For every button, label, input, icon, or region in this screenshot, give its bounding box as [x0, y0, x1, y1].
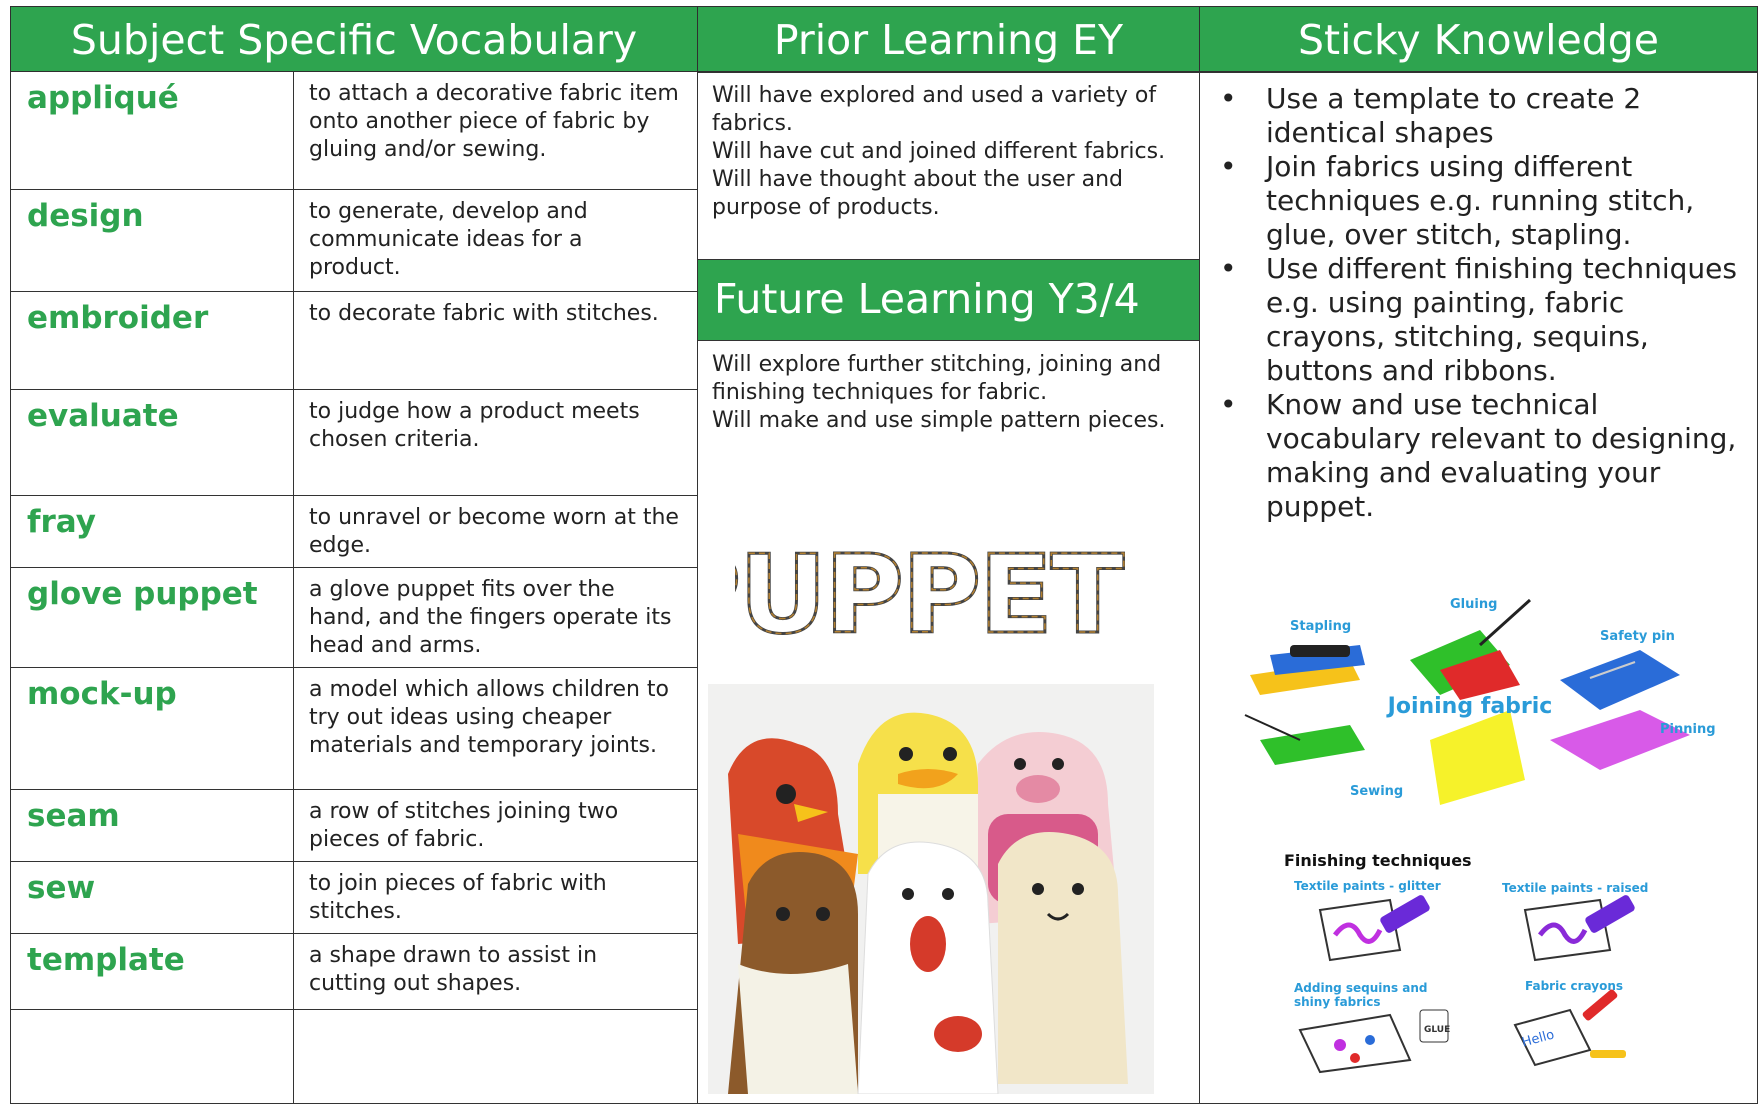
vocab-definition: a model which allows children to try out…: [309, 677, 670, 758]
vocab-row: design to generate, develop and communica…: [10, 190, 698, 292]
future-learning-line: Will explore further stitching, joining …: [712, 352, 1162, 405]
vocab-definition: to decorate fabric with stitches.: [309, 301, 659, 326]
label-stapling: Stapling: [1290, 619, 1351, 634]
vocab-divider: [293, 390, 294, 495]
vocab-row: fray to unravel or become worn at the edg…: [10, 496, 698, 568]
vocab-divider: [293, 190, 294, 291]
label-sequins-1: Adding sequins and: [1294, 981, 1428, 995]
sticky-item: Use different finishing techniques e.g. …: [1202, 252, 1752, 388]
vocab-divider: [293, 292, 294, 389]
vocab-definition: to join pieces of fabric with stitches.: [309, 871, 607, 924]
vocab-divider: [293, 1010, 294, 1103]
vocab-word: sew: [27, 870, 96, 906]
vocab-definition: a shape drawn to assist in cutting out s…: [309, 943, 598, 996]
vocab-word: design: [27, 198, 144, 234]
label-raised: Textile paints - raised: [1502, 881, 1648, 895]
joining-title: Joining fabric: [1386, 694, 1553, 719]
prior-learning-header: Prior Learning EY: [697, 6, 1200, 72]
vocab-divider: [293, 934, 294, 1009]
label-pinning: Pinning: [1660, 722, 1716, 737]
vocab-row: mock-up a model which allows children to …: [10, 668, 698, 790]
vocab-definition: to generate, develop and communicate ide…: [309, 199, 588, 280]
vocab-divider: [293, 668, 294, 789]
vocab-row: sew to join pieces of fabric with stitche…: [10, 862, 698, 934]
glove-puppets-photo: [708, 684, 1154, 1094]
vocab-definition: to attach a decorative fabric item onto …: [309, 81, 679, 162]
future-learning-line: Will make and use simple pattern pieces.: [712, 408, 1166, 433]
vocab-row: embroider to decorate fabric with stitche…: [10, 292, 698, 390]
vocab-word: glove puppet: [27, 576, 258, 612]
sticky-item: Join fabrics using different techniques …: [1202, 150, 1752, 252]
label-sewing: Sewing: [1350, 784, 1403, 799]
prior-learning-line: Will have explored and used a variety of…: [712, 83, 1157, 136]
vocab-word: fray: [27, 504, 96, 540]
puppets-logo-inner: PUPPETS: [735, 540, 1125, 650]
vocab-row: template a shape drawn to assist in cutti…: [10, 934, 698, 1010]
sticky-item: Use a template to create 2 identical sha…: [1202, 82, 1752, 150]
vocab-divider: [293, 496, 294, 567]
vocab-word: evaluate: [27, 398, 179, 434]
vocab-row: glove puppet a glove puppet fits over the…: [10, 568, 698, 668]
prior-learning-line: Will have thought about the user and pur…: [712, 167, 1124, 220]
label-glitter: Textile paints - glitter: [1294, 879, 1441, 893]
vocab-word: embroider: [27, 300, 209, 336]
finishing-title: Finishing techniques: [1284, 851, 1472, 870]
sticky-item: Know and use technical vocabulary releva…: [1202, 388, 1752, 524]
vocab-definition: to judge how a product meets chosen crit…: [309, 399, 640, 452]
glue-label: GLUE: [1424, 1025, 1450, 1035]
vocab-row: [10, 1010, 698, 1104]
vocab-divider: [293, 568, 294, 667]
vocab-word: appliqué: [27, 80, 179, 116]
label-safety-pin: Safety pin: [1600, 629, 1675, 644]
vocab-row: evaluate to judge how a product meets cho…: [10, 390, 698, 496]
vocab-divider: [293, 862, 294, 933]
prior-learning-line: Will have cut and joined different fabri…: [712, 139, 1166, 164]
vocab-word: mock-up: [27, 676, 177, 712]
sticky-knowledge-list: Use a template to create 2 identical sha…: [1202, 82, 1752, 524]
sticky-knowledge-header: Sticky Knowledge: [1199, 6, 1758, 72]
vocab-definition: a glove puppet fits over the hand, and t…: [309, 577, 672, 658]
future-learning-header: Future Learning Y3/4: [697, 259, 1200, 341]
vocab-divider: [293, 790, 294, 861]
prior-learning-text: Will have explored and used a variety of…: [712, 82, 1192, 222]
vocab-word: template: [27, 942, 185, 978]
label-gluing: Gluing: [1450, 597, 1497, 612]
vocab-row: appliqué to attach a decorative fabric it…: [10, 72, 698, 190]
puppets-logo-outline: PUPPETS: [735, 540, 1125, 650]
vocab-definition: a row of stitches joining two pieces of …: [309, 799, 619, 852]
puppets-logo: PUPPETS PUPPETS: [735, 540, 1125, 650]
label-sequins-2: shiny fabrics: [1294, 995, 1381, 1009]
vocab-row: seam a row of stitches joining two pieces…: [10, 790, 698, 862]
vocab-definition: to unravel or become worn at the edge.: [309, 505, 679, 558]
future-learning-text: Will explore further stitching, joining …: [712, 351, 1192, 435]
joining-fabric-diagram: Joining fabric Stapling Gluing Safety pi…: [1244, 597, 1716, 805]
label-crayons: Fabric crayons: [1525, 979, 1623, 993]
vocab-divider: [293, 72, 294, 189]
vocab-word: seam: [27, 798, 120, 834]
finishing-techniques-diagram: Finishing techniques Textile paints - gl…: [1284, 851, 1648, 1074]
vocabulary-header: Subject Specific Vocabulary: [10, 6, 698, 72]
